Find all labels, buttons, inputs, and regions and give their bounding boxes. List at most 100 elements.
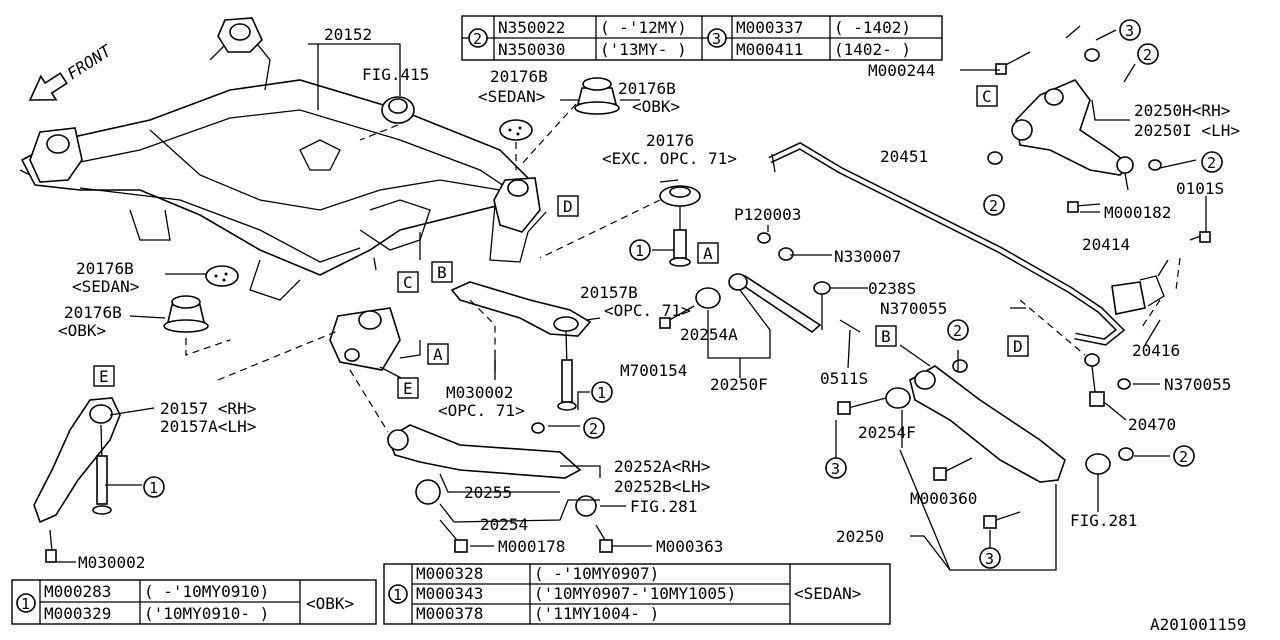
svg-text:D: D [1013, 337, 1023, 356]
label-0101s: 0101S [1176, 179, 1224, 198]
svg-text:2: 2 [953, 322, 962, 340]
svg-text:1: 1 [21, 595, 30, 613]
svg-text:E: E [99, 367, 109, 386]
lateral-link-20250f [659, 232, 861, 334]
ref-box-a-mid: A [427, 343, 449, 365]
key-2-top-right: 2 [1137, 43, 1159, 65]
svg-text:A: A [433, 345, 443, 364]
svg-text:1: 1 [635, 242, 644, 260]
label-20252a: 20252A<RH> [614, 457, 710, 476]
ref-box-e-mid: E [397, 377, 419, 399]
label-20250: 20250 [836, 527, 884, 546]
label-20250i: 20250I <LH> [1134, 121, 1240, 140]
svg-text:1: 1 [597, 384, 606, 402]
label-20176b-sedan-top: 20176B [490, 67, 548, 86]
svg-text:3: 3 [985, 550, 994, 568]
label-m000360: M000360 [910, 489, 977, 508]
label-sedan-left: <SEDAN> [72, 277, 139, 296]
key-1-20176: 1 [629, 239, 651, 261]
label-sedan-top: <SEDAN> [478, 87, 545, 106]
front-label: FRONT [64, 40, 116, 83]
label-fig281-b: FIG.281 [1070, 511, 1137, 530]
label-20416: 20416 [1132, 341, 1180, 360]
bushing-fig415 [359, 96, 415, 141]
upper-arm-20250h [987, 25, 1211, 243]
table-bottom-mid: 1 M000328 ( -'10MY0907) M000343 ('10MY09… [383, 563, 891, 625]
svg-text:M000343: M000343 [416, 584, 483, 603]
stabilizer-link-20470 [1019, 299, 1131, 407]
label-20414: 20414 [1082, 235, 1130, 254]
svg-text:2: 2 [1179, 448, 1188, 466]
svg-text:2: 2 [473, 30, 482, 48]
ref-box-a-top: A [697, 242, 719, 264]
mount-20176b-sedan-left [205, 265, 239, 287]
label-fig415: FIG.415 [362, 65, 429, 84]
label-20157b: 20157B [580, 283, 638, 302]
lower-link-20252a [349, 369, 613, 553]
key-3-top-right: 3 [1119, 19, 1141, 41]
ref-box-e-left: E [93, 365, 115, 387]
svg-text:('10MY0910- ): ('10MY0910- ) [144, 604, 269, 623]
svg-text:3: 3 [831, 460, 840, 478]
ref-box-c-mid: C [397, 271, 419, 293]
key-2-upper-left: 2 [983, 194, 1005, 216]
svg-text:C: C [403, 273, 413, 292]
label-0238s: 0238S [868, 279, 916, 298]
label-p120003: P120003 [734, 205, 801, 224]
label-m000178: M000178 [498, 537, 565, 556]
trailing-arm-20157 [33, 397, 121, 563]
svg-text:B: B [881, 327, 891, 346]
ref-box-d-right: D [1007, 335, 1029, 357]
label-20254a: 20254A [680, 325, 738, 344]
svg-text:1: 1 [149, 479, 158, 497]
key-2-lower-arm: 2 [947, 319, 969, 341]
key-3-left-bolt: 3 [825, 457, 847, 479]
label-bk-top: <OBK> [632, 97, 680, 116]
ref-box-b-right: B [875, 325, 897, 347]
svg-text:M000337: M000337 [736, 18, 803, 37]
svg-text:2: 2 [1207, 154, 1216, 172]
label-m000363: M000363 [656, 537, 723, 556]
label-20250f: 20250F [710, 375, 768, 394]
svg-text:3: 3 [1125, 22, 1134, 40]
label-20254f: 20254F [858, 423, 916, 442]
label-m000182: M000182 [1104, 203, 1171, 222]
svg-text:N350022: N350022 [498, 18, 565, 37]
svg-text:M000328: M000328 [416, 564, 483, 583]
label-20176b-sedan-left: 20176B [76, 259, 134, 278]
key-1-20157b: 1 [591, 381, 613, 403]
label-n330007: N330007 [834, 247, 901, 266]
label-m030002-mid: M030002 [446, 383, 513, 402]
mount-20176b-bk-left [163, 295, 341, 381]
label-m000244: M000244 [868, 61, 935, 80]
svg-text:( -'10MY0910): ( -'10MY0910) [144, 582, 269, 601]
svg-text:('11MY1004- ): ('11MY1004- ) [534, 604, 659, 623]
label-fig281-a: FIG.281 [630, 497, 697, 516]
svg-text:( -'10MY0907): ( -'10MY0907) [534, 564, 659, 583]
svg-text:('13MY- ): ('13MY- ) [600, 40, 687, 59]
label-pc71-a: <OPC. 71> [604, 301, 691, 320]
stabilizer-bar-20451 [768, 142, 1126, 346]
svg-text:( -'12MY): ( -'12MY) [600, 18, 687, 37]
ref-box-d-top: D [557, 195, 579, 217]
mount-20176b-sedan-top [499, 103, 577, 170]
svg-text:(1402- ): (1402- ) [834, 40, 911, 59]
table-top: 2 3 N350022 ( -'12MY) N350030 ('13MY- ) … [461, 15, 943, 61]
svg-text:M000283: M000283 [44, 582, 111, 601]
svg-text:2: 2 [589, 420, 598, 438]
front-arrow: FRONT [28, 40, 116, 101]
svg-text:M000378: M000378 [416, 604, 483, 623]
part-labels: 20152 FIG.415 20176B <SEDAN> 20176B <OBK… [58, 25, 1246, 634]
svg-text:D: D [563, 197, 573, 216]
label-20176b-bk-top: 20176B [618, 79, 676, 98]
key-2-upper-arm: 2 [1201, 151, 1223, 173]
label-pc71-b: <OPC. 71> [438, 401, 525, 420]
label-bk-left: <OBK> [58, 321, 106, 340]
svg-text:C: C [982, 87, 992, 106]
label-m030002-left: M030002 [78, 553, 145, 572]
label-20255: 20255 [464, 483, 512, 502]
svg-text:M000329: M000329 [44, 604, 111, 623]
label-exc-pc71: <EXC. OPC. 71> [602, 149, 737, 168]
ref-box-b-mid: B [431, 261, 453, 283]
svg-text:<SEDAN>: <SEDAN> [794, 584, 861, 603]
